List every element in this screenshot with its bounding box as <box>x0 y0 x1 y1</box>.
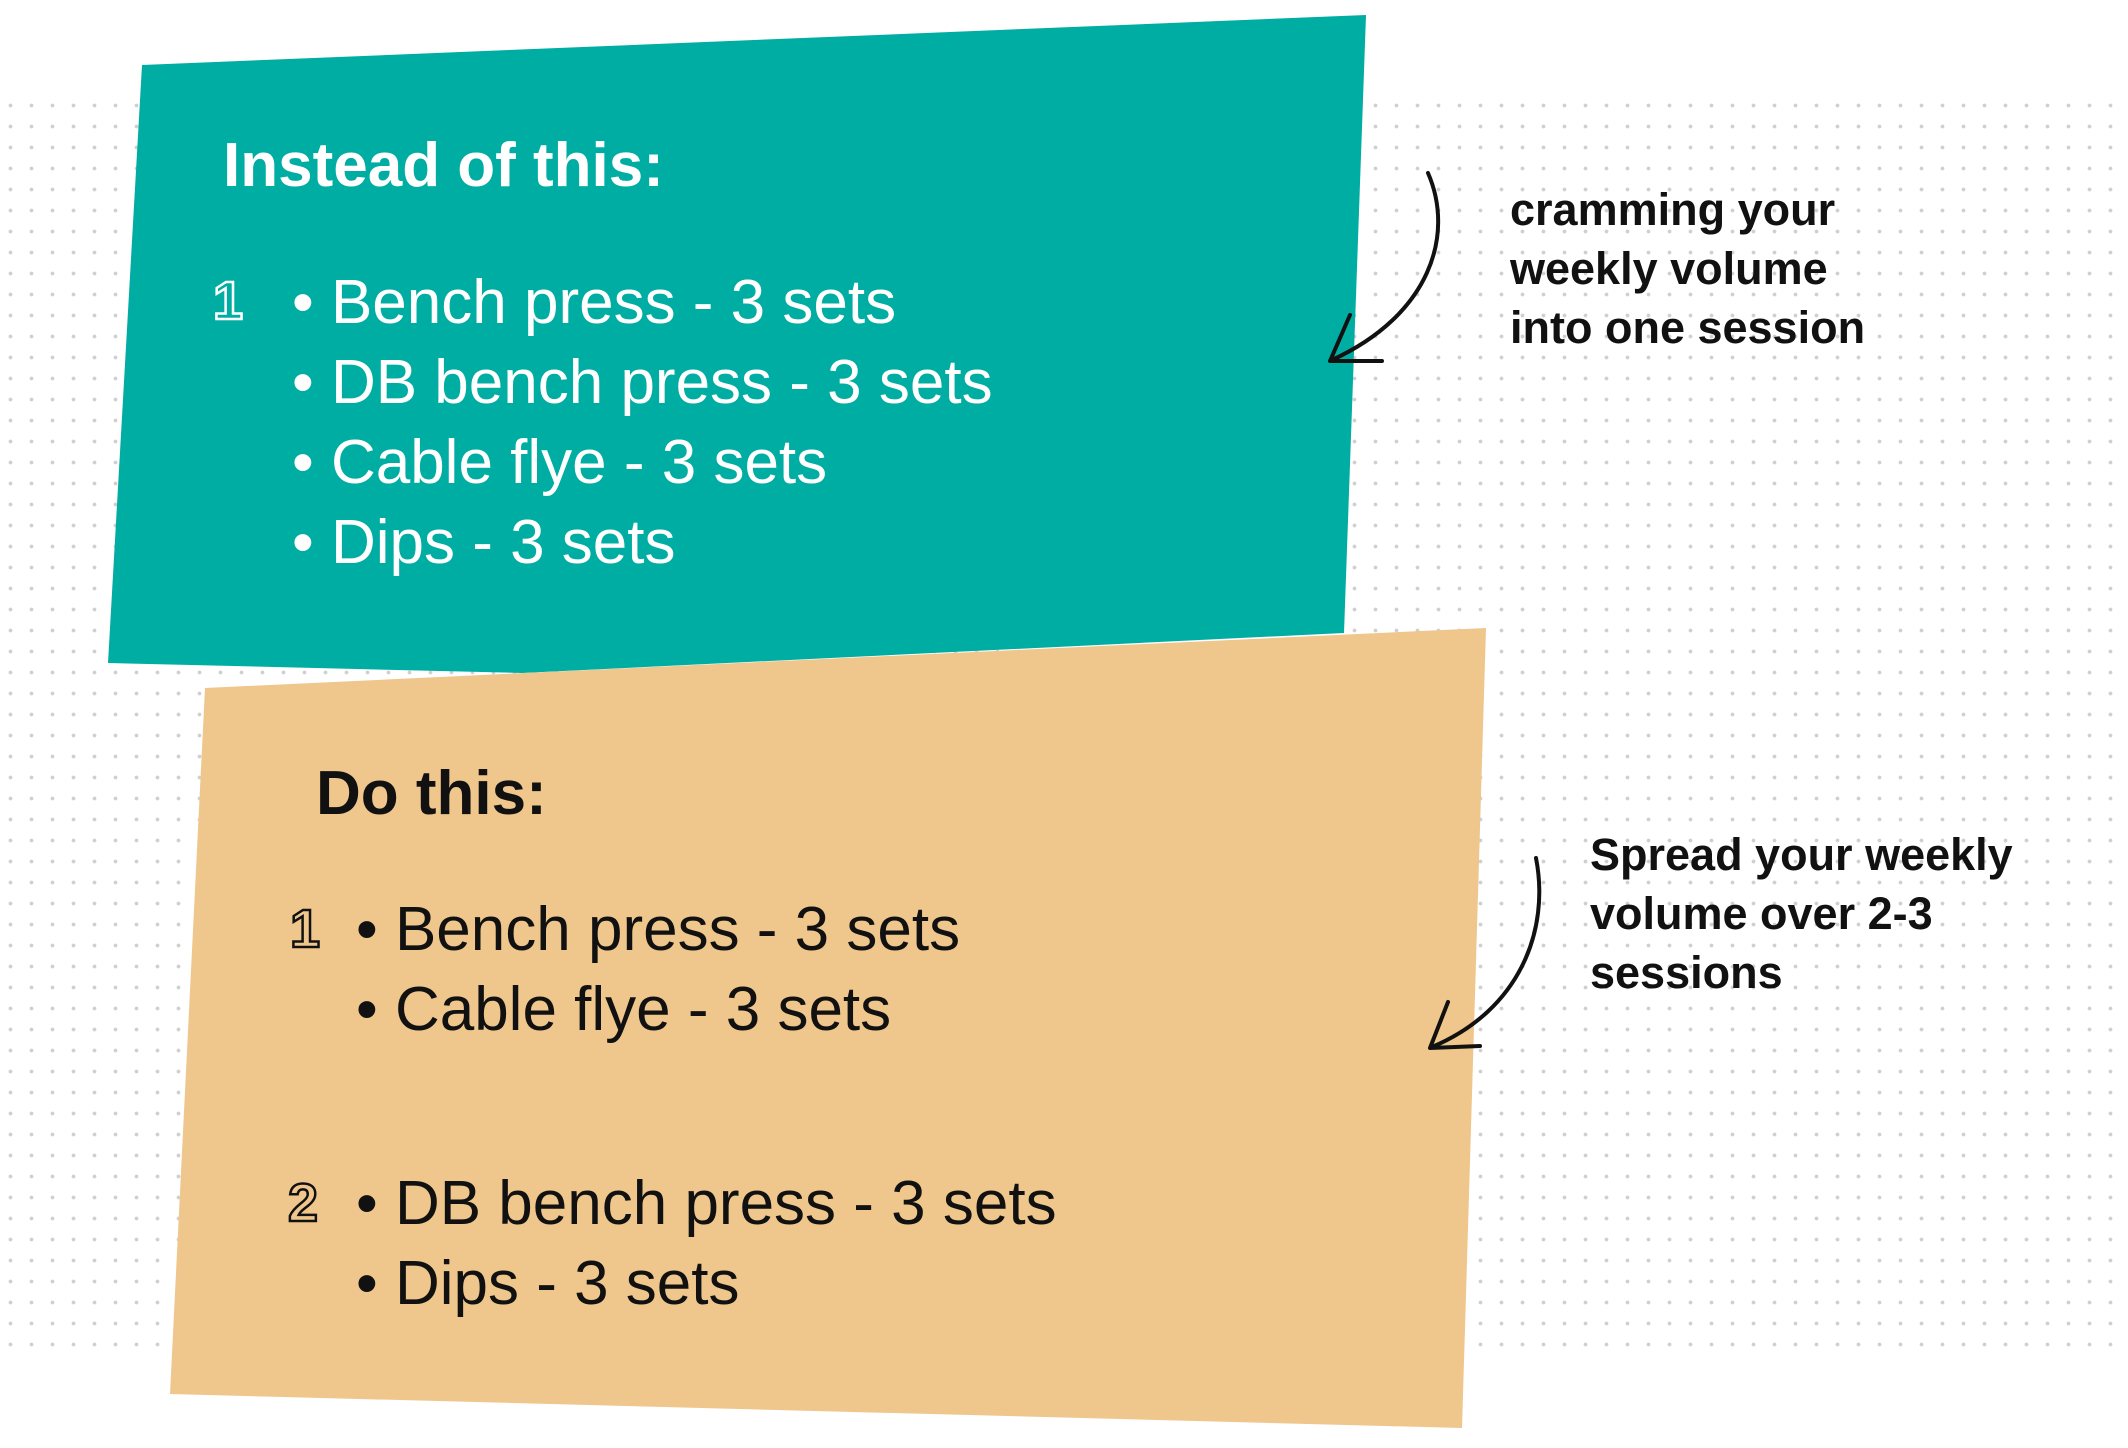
list-item: Bench press - 3 sets <box>356 890 960 970</box>
curved-arrow-icon <box>1428 856 1542 1050</box>
session-number-1: 1 <box>289 898 322 961</box>
spread-annotation: Spread your weekly volume over 2-3 sessi… <box>1590 829 2013 998</box>
curved-arrow-icon <box>1328 171 1441 363</box>
instead-exercise-list: Bench press - 3 sets DB bench press - 3 … <box>292 263 993 583</box>
do-heading: Do this: <box>316 759 547 828</box>
list-item: Dips - 3 sets <box>356 1244 1057 1324</box>
list-item: DB bench press - 3 sets <box>292 343 993 423</box>
session-number-2: 2 <box>287 1172 320 1235</box>
list-item: DB bench press - 3 sets <box>356 1164 1057 1244</box>
do-session-1-list: Bench press - 3 sets Cable flye - 3 sets <box>356 890 960 1050</box>
session-number-1: 1 <box>212 270 245 333</box>
do-card: Do this: 1 Bench press - 3 sets Cable fl… <box>170 628 1492 1428</box>
cramming-annotation: cramming your weekly volume into one ses… <box>1510 184 1866 353</box>
list-item: Cable flye - 3 sets <box>292 423 993 503</box>
list-item: Dips - 3 sets <box>292 503 993 583</box>
do-session-2-list: DB bench press - 3 sets Dips - 3 sets <box>356 1164 1057 1324</box>
list-item: Cable flye - 3 sets <box>356 970 960 1050</box>
instead-card: Instead of this: 1 Bench press - 3 sets … <box>108 15 1370 675</box>
instead-heading: Instead of this: <box>223 131 664 200</box>
list-item: Bench press - 3 sets <box>292 263 993 343</box>
